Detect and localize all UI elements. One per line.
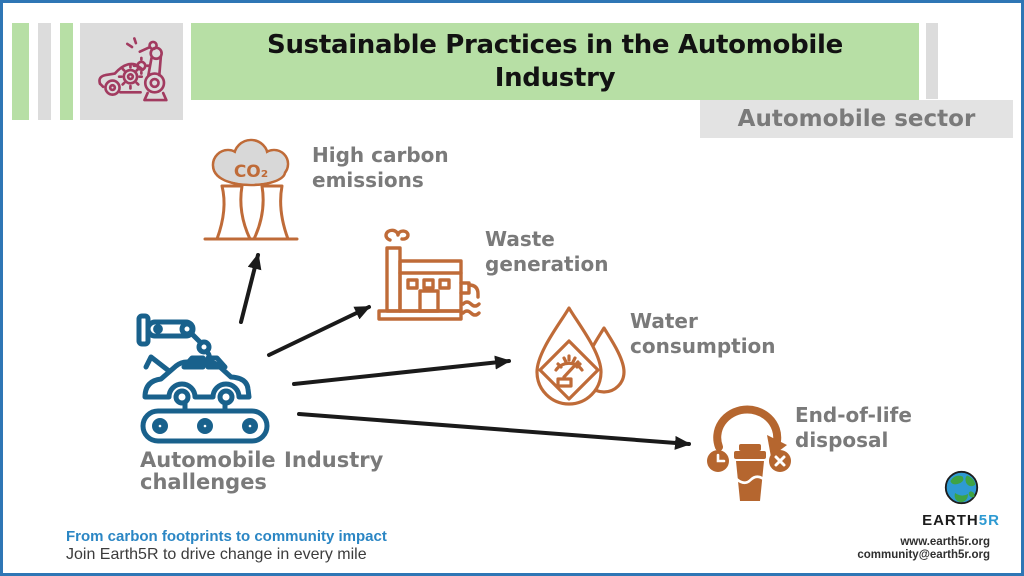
car-assembly-line-icon [136, 313, 270, 444]
earth-globe-icon [944, 470, 978, 505]
disposal-cycle-icon [707, 405, 791, 501]
label-line: disposal [795, 428, 889, 452]
sector-badge: Automobile sector [700, 100, 1013, 138]
source-label-industry: Industry [284, 448, 384, 472]
contact-email: community@earth5r.org [857, 549, 990, 561]
co2-cloud-text: CO₂ [234, 162, 268, 182]
source-label-challenges: challenges [140, 470, 267, 494]
brand-name-earth: EARTH [922, 512, 979, 529]
accent-stripe-green-2 [60, 23, 73, 120]
waste-factory-icon [377, 228, 481, 321]
logo-box [80, 23, 183, 120]
footer-tagline: From carbon footprints to community impa… [66, 528, 387, 545]
challenge-label-waste: Waste generation [485, 227, 608, 277]
footer-subline: Join Earth5R to drive change in every mi… [66, 546, 367, 563]
arrow-to-water [292, 355, 511, 386]
brand-name-5r: 5R [978, 512, 1000, 529]
website-url: www.earth5r.org [900, 536, 990, 548]
label-line: generation [485, 252, 609, 276]
cooling-towers-co2-icon: CO₂ [203, 138, 299, 241]
water-drops-gauge-icon [535, 306, 626, 406]
page-title: Sustainable Practices in the Automobile … [267, 29, 843, 93]
accent-stripe-gray-right [926, 23, 938, 99]
brand-block: EARTH5R [906, 469, 1016, 529]
title-banner: Sustainable Practices in the Automobile … [191, 23, 919, 100]
label-line: End-of-life [795, 403, 912, 427]
label-line: High carbon [312, 143, 449, 167]
challenge-label-water: Water consumption [630, 309, 776, 359]
car-robot-logo-icon [97, 36, 168, 101]
arrow-to-waste [267, 305, 371, 357]
challenge-label-disposal: End-of-life disposal [795, 403, 912, 453]
label-line: consumption [630, 334, 776, 358]
challenge-label-emissions: High carbon emissions [312, 143, 449, 193]
arrow-to-disposal [297, 412, 691, 450]
accent-stripe-green-1 [12, 23, 29, 120]
accent-stripe-gray [38, 23, 51, 120]
label-line: emissions [312, 168, 424, 192]
source-label-automobile: Automobile [140, 448, 276, 472]
contact-links: www.earth5r.org community@earth5r.org [857, 536, 990, 562]
label-line: Water [630, 309, 698, 333]
label-line: Waste [485, 227, 555, 251]
brand-name: EARTH5R [906, 512, 1016, 529]
